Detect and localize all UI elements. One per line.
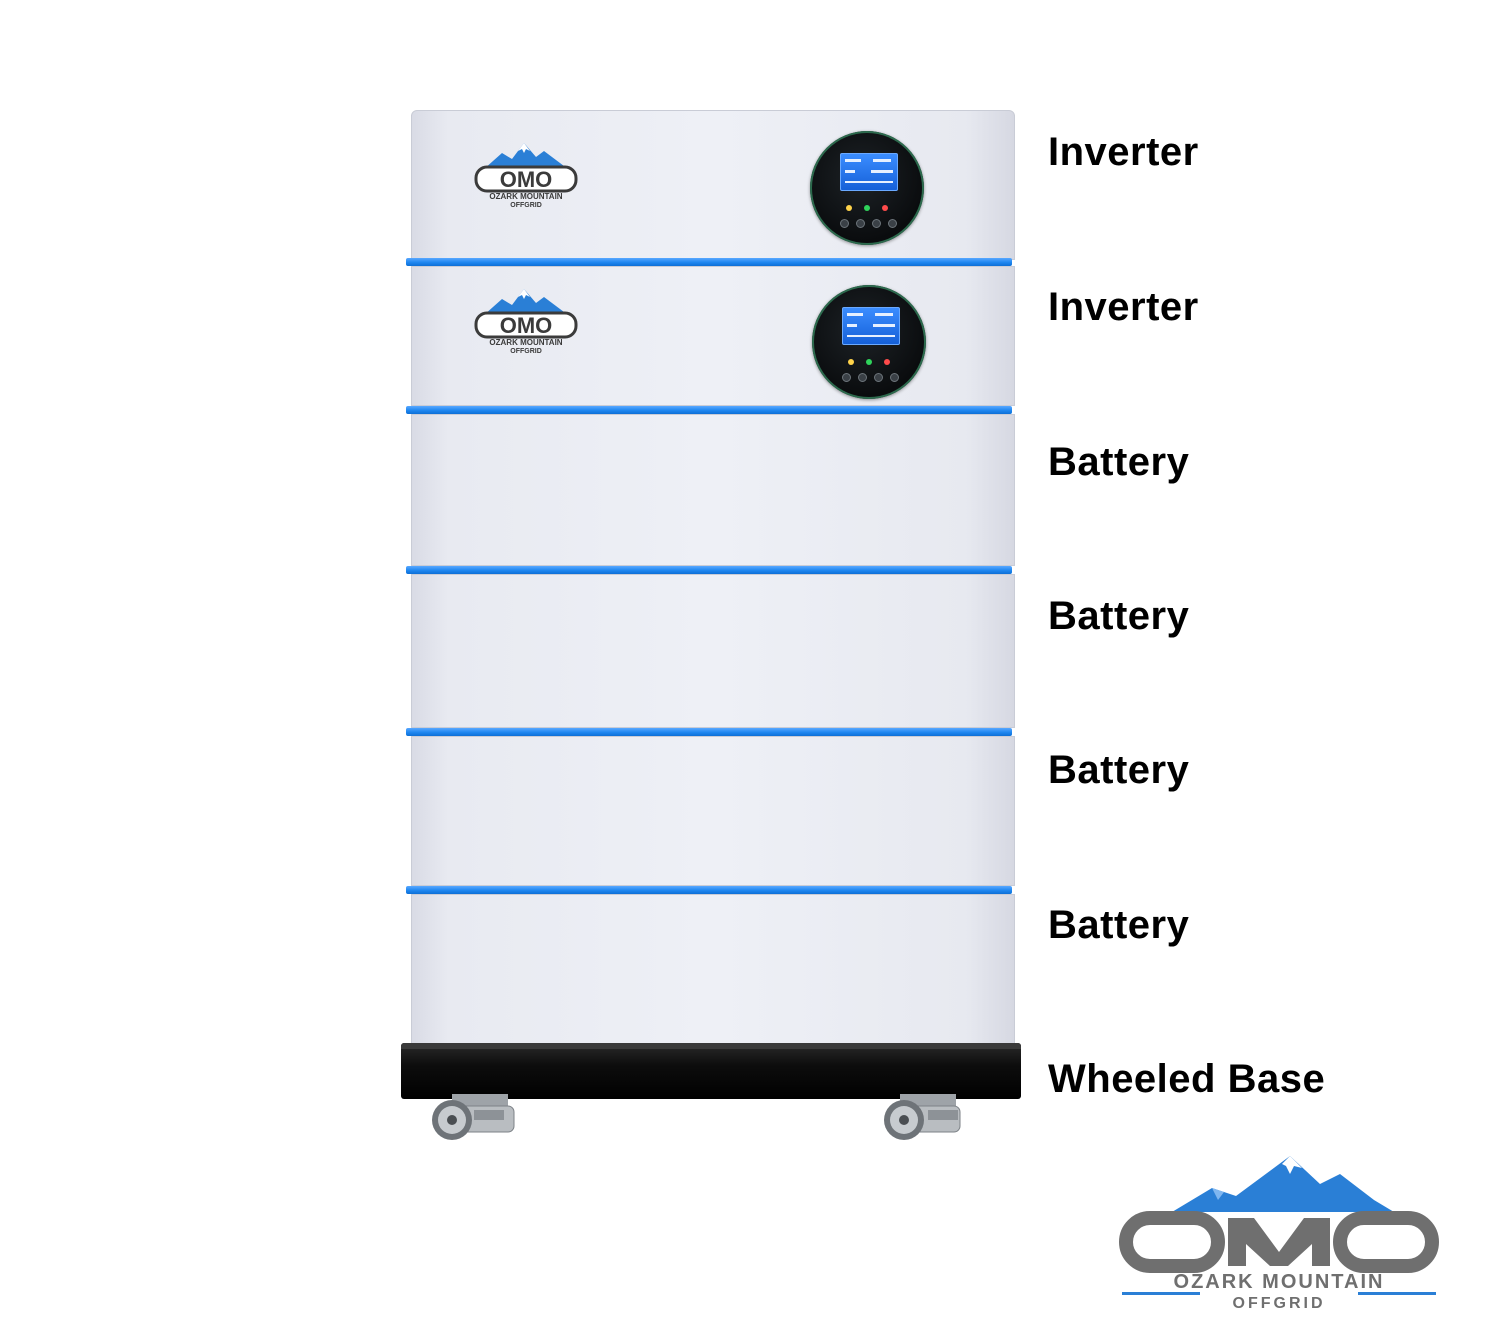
battery-module-2 <box>411 574 1015 728</box>
module-separator <box>406 566 1012 574</box>
base-lip <box>401 1043 1021 1049</box>
inverter-display-1 <box>810 131 924 245</box>
wheel-left <box>432 1094 515 1140</box>
control-button[interactable] <box>856 219 865 228</box>
control-button[interactable] <box>872 219 881 228</box>
control-button[interactable] <box>842 373 851 382</box>
module-separator <box>406 406 1012 414</box>
svg-text:OZARK MOUNTAIN: OZARK MOUNTAIN <box>489 338 562 347</box>
battery-module-1 <box>411 414 1015 566</box>
wheeled-base <box>401 1043 1021 1099</box>
brand-logo-small: OMO OZARK MOUNTAIN OFFGRID <box>474 143 578 209</box>
svg-text:OFFGRID: OFFGRID <box>510 202 542 209</box>
brand-sub: OFFGRID <box>1233 1295 1326 1312</box>
control-button[interactable] <box>840 219 849 228</box>
brand-logo: OZARK MOUNTAIN OFFGRID <box>1119 1156 1439 1312</box>
svg-text:OMO: OMO <box>500 313 553 338</box>
label-battery-1: Battery <box>1048 440 1190 484</box>
control-button[interactable] <box>888 219 897 228</box>
control-button[interactable] <box>858 373 867 382</box>
battery-module-4 <box>411 894 1015 1044</box>
inverter-module-1: OMO OZARK MOUNTAIN OFFGRID <box>411 110 1015 260</box>
wheel-right <box>884 1094 961 1140</box>
control-button[interactable] <box>874 373 883 382</box>
battery-module-3 <box>411 736 1015 886</box>
control-button[interactable] <box>890 373 899 382</box>
svg-text:OZARK MOUNTAIN: OZARK MOUNTAIN <box>489 192 562 201</box>
module-separator <box>406 886 1012 894</box>
lcd-screen <box>842 307 900 345</box>
label-inverter-1: Inverter <box>1048 130 1199 174</box>
label-inverter-2: Inverter <box>1048 285 1199 329</box>
svg-text:OMO: OMO <box>500 167 553 192</box>
label-battery-4: Battery <box>1048 903 1190 947</box>
label-wheeled-base: Wheeled Base <box>1048 1057 1326 1101</box>
label-battery-2: Battery <box>1048 594 1190 638</box>
inverter-display-2 <box>812 285 926 399</box>
brand-logo-small: OMO OZARK MOUNTAIN OFFGRID <box>474 289 578 355</box>
module-separator <box>406 728 1012 736</box>
inverter-module-2: OMO OZARK MOUNTAIN OFFGRID <box>411 266 1015 406</box>
brand-name: OZARK MOUNTAIN <box>1174 1271 1385 1293</box>
module-separator <box>406 258 1012 266</box>
lcd-screen <box>840 153 898 191</box>
svg-text:OFFGRID: OFFGRID <box>510 348 542 355</box>
label-battery-3: Battery <box>1048 748 1190 792</box>
